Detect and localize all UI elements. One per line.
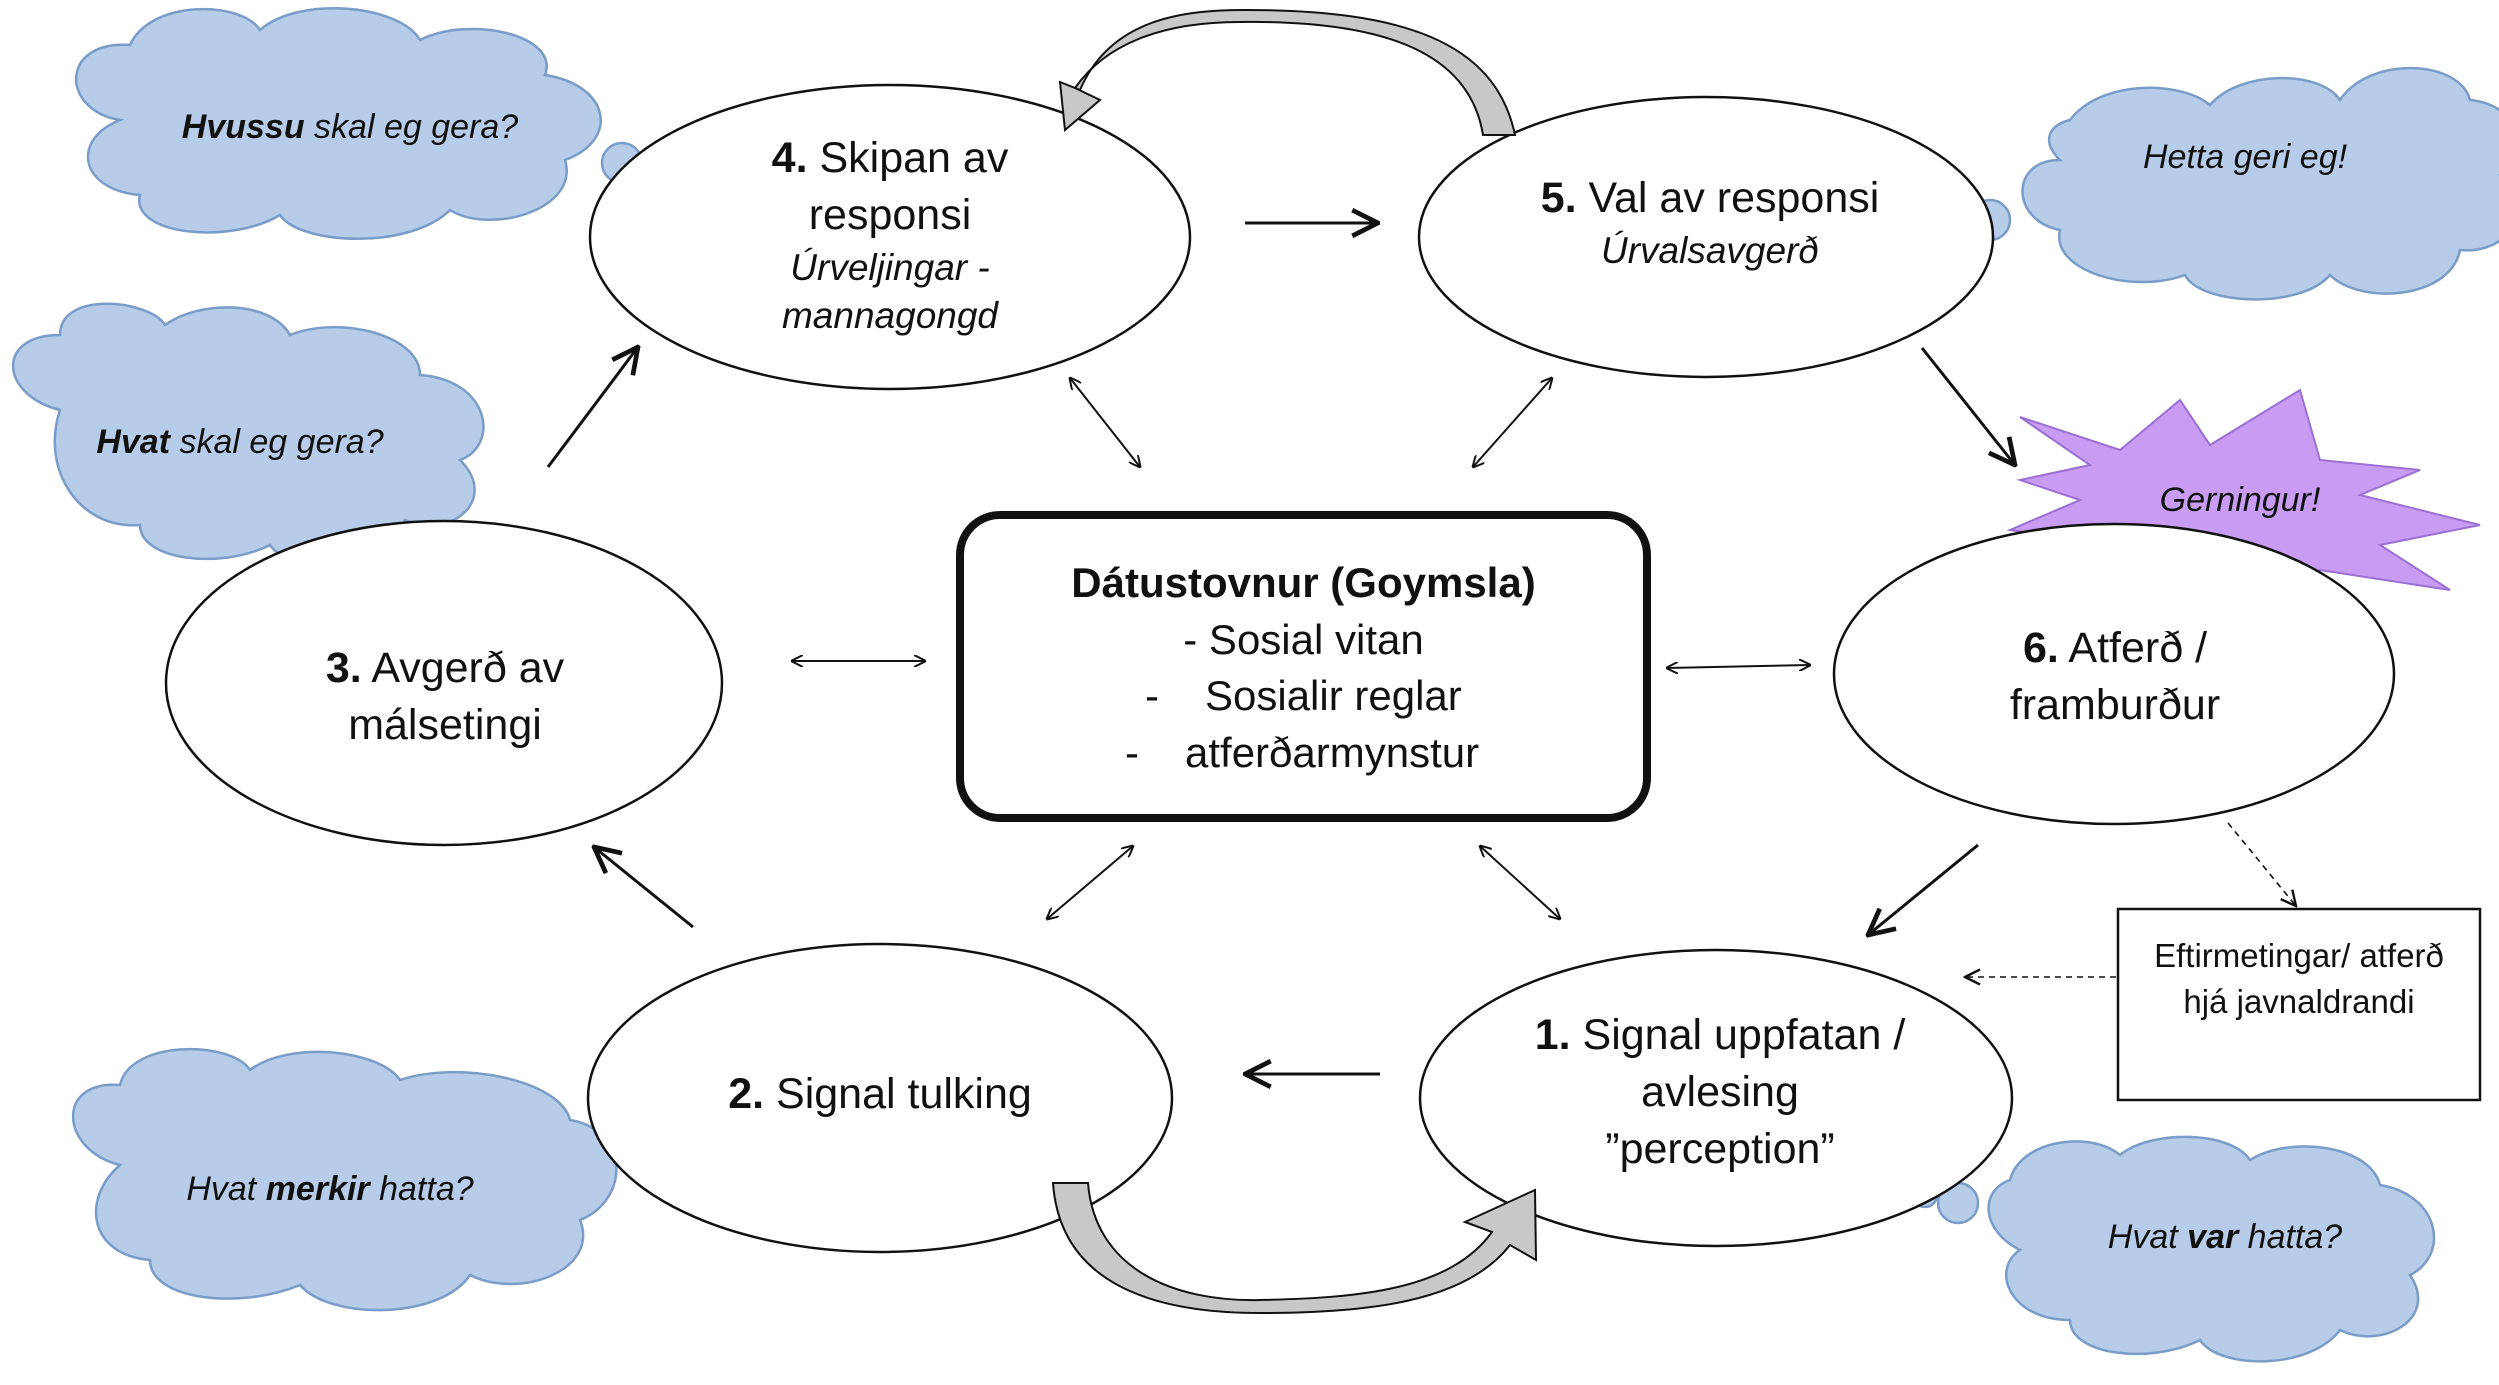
data-store-text: Dátustovnur (Goymsla) - Sosial vitan -So… [990, 555, 1617, 782]
cloud-1-bold: var [2187, 1218, 2239, 1256]
stage-6-number: 6. [2022, 624, 2059, 672]
stage-3-line2: málsetingi [348, 700, 542, 749]
stage-1-label: 1. Signal uppfatan / avlesing ”perceptio… [1470, 1007, 1970, 1177]
stage-2-number: 2. [728, 1070, 765, 1118]
stage-4-title: Skipan av [819, 134, 1009, 182]
arrow-6-to-1 [1868, 843, 1979, 935]
stage-1-line3: ”perception” [1605, 1124, 1835, 1173]
stage-5-title: Val av responsi [1588, 174, 1880, 222]
stage-6-line2: framburður [2009, 680, 2221, 729]
arrow-3-to-4 [546, 347, 638, 468]
data-store-item-2-dash: - [1145, 672, 1159, 720]
stage-4-italic1: Úrveljingar - [790, 246, 990, 288]
evaluation-box-text: Eftirmetingar/ atferð hjá javnaldrandi [2122, 933, 2476, 1025]
cloud-4-text: Hvussu skal eg gera? [160, 105, 540, 150]
arrow-5-to-6 [1920, 347, 2015, 465]
stage-6-label: 6. Atferð / framburður [1910, 620, 2320, 734]
data-store-item-2: Sosialir reglar [1205, 672, 1462, 720]
bi-arrow-6-center [1667, 665, 1810, 668]
cloud-5-text: Hetta geri eg! [2090, 135, 2400, 180]
stage-4-italic2: mannagongd [781, 295, 999, 337]
stage-4-label: 4. Skipan av responsi Úrveljingar - mann… [650, 130, 1130, 341]
cloud-3-text: Hvat skal eg gera? [70, 420, 410, 465]
stage-2-label: 2. Signal tulking [660, 1066, 1100, 1123]
bi-arrow-2-center [1047, 846, 1133, 919]
cloud-3-bold: Hvat [96, 423, 171, 461]
stage-6-ellipse [1832, 522, 2396, 826]
stage-2-ellipse [586, 942, 1174, 1254]
stage-1-line2: avlesing [1641, 1067, 1799, 1116]
data-store-title: Dátustovnur (Goymsla) [1071, 559, 1536, 606]
stage-5-italic: Úrvalsavgerð [1601, 229, 1819, 271]
data-store-item-3: atferðarmynstur [1185, 729, 1480, 777]
cloud-2-text: Hvat merkir hatta? [140, 1167, 520, 1212]
stage-4-line1: 4. Skipan av [650, 130, 1130, 187]
dashed-arrow-6-to-evaluation [2227, 822, 2296, 906]
data-store-item-1: - Sosial vitan [1183, 615, 1424, 663]
cloud-2-rest: hatta? [369, 1170, 474, 1208]
curved-arrow-bottom [1051, 1182, 1538, 1315]
stage-4-number: 4. [771, 134, 808, 182]
arrow-2-to-3 [594, 847, 694, 929]
bi-arrow-4-center [1070, 378, 1140, 467]
stage-5-line1: 5. Val av responsi [1470, 170, 1950, 227]
cloud-3-rest: skal eg gera? [170, 423, 384, 461]
stage-3-line1: 3. Avgerð av [240, 640, 650, 697]
stage-1-line1: 1. Signal uppfatan / [1470, 1007, 1970, 1064]
stage-3-ellipse [164, 519, 724, 847]
bi-arrow-1-center [1480, 846, 1560, 919]
data-store-box [956, 511, 1651, 822]
stage-4-ellipse [588, 83, 1192, 391]
stage-6-line1: 6. Atferð / [1910, 620, 2320, 677]
evaluation-box [2116, 907, 2482, 1102]
stage-1-title: Signal uppfatan / [1582, 1011, 1906, 1059]
burst-text: Gerningur! [2159, 481, 2321, 519]
cloud-1-text: Hvat var hatta? [2060, 1215, 2390, 1260]
stage-5-label: 5. Val av responsi Úrvalsavgerð [1470, 170, 1950, 276]
stage-3-number: 3. [325, 644, 362, 692]
stage-3-title: Avgerð av [371, 644, 565, 692]
cloud-2-pre: Hvat [186, 1170, 266, 1208]
cloud-1-pre: Hvat [2107, 1218, 2188, 1256]
stage-3-label: 3. Avgerð av málsetingi [240, 640, 650, 754]
cloud-4-rest: skal eg gera? [304, 108, 519, 146]
bi-arrow-5-center [1473, 378, 1552, 467]
evaluation-line2: hjá javnaldrandi [2183, 983, 2415, 1021]
data-store-item-3-row: -atferðarmynstur [990, 725, 1617, 782]
stage-2-title: Signal tulking [776, 1070, 1032, 1118]
data-store-item-3-dash: - [1125, 729, 1139, 777]
stage-1-ellipse [1418, 948, 2014, 1248]
stage-1-number: 1. [1534, 1011, 1571, 1059]
cloud-2-bold: merkir [265, 1170, 370, 1208]
stage-4-line2: responsi [808, 190, 972, 239]
data-store-item-2-row: -Sosialir reglar [990, 668, 1617, 725]
cloud-5-label: Hetta geri eg! [2142, 138, 2348, 176]
cloud-1-rest: hatta? [2238, 1218, 2343, 1256]
curved-arrow-top [1058, 8, 1517, 136]
stage-6-title: Atferð / [2068, 624, 2208, 672]
cloud-4-bold: Hvussu [181, 108, 305, 146]
stage-5-number: 5. [1540, 174, 1577, 222]
thought-cloud-5 [1928, 66, 2499, 301]
evaluation-line1: Eftirmetingar/ atferð [2154, 937, 2444, 974]
stage-5-ellipse [1417, 95, 1995, 379]
